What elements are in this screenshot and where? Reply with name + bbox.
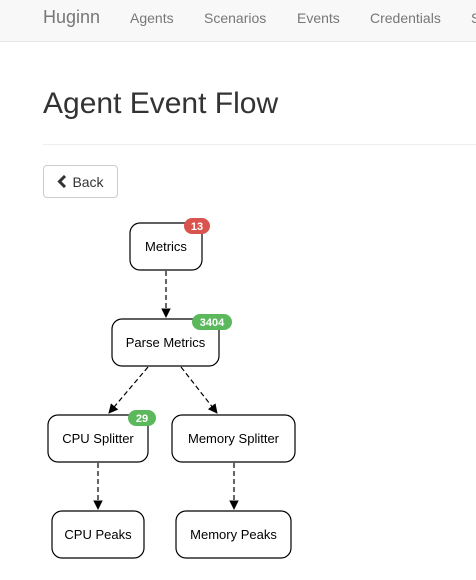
flow-node-box [175, 510, 292, 559]
edge-parse-metrics-to-memory-splitter [180, 366, 218, 414]
brand-link[interactable]: Huginn [43, 7, 101, 27]
title-divider [43, 144, 476, 145]
flow-node-box [51, 510, 145, 559]
flow-node-label: Parse Metrics [126, 335, 206, 350]
flow-node-box [171, 414, 296, 463]
flow-node-label: CPU Splitter [62, 431, 134, 446]
back-button-label: Back [72, 173, 104, 190]
nav-truncated-item[interactable]: S [471, 10, 476, 26]
navbar: Huginn Agents Scenarios Events Credentia… [0, 0, 476, 42]
event-count-badge [128, 410, 156, 426]
event-count-badge-text: 3404 [200, 317, 225, 329]
event-count-badge [184, 218, 210, 234]
flow-edges [93, 271, 239, 510]
nav-credentials[interactable]: Credentials [370, 10, 441, 26]
flow-node-box [129, 222, 203, 271]
flow-node-box [111, 318, 220, 367]
flow-node-memory-splitter[interactable]: Memory Splitter [171, 414, 296, 463]
flow-node-parse-metrics[interactable]: Parse Metrics 3404 [111, 314, 232, 367]
edge-parse-metrics-to-cpu-splitter [108, 366, 149, 414]
event-count-badge-text: 13 [191, 221, 203, 233]
flow-node-label: Memory Peaks [190, 527, 277, 542]
nav-events[interactable]: Events [297, 10, 340, 26]
nav-scenarios[interactable]: Scenarios [204, 10, 267, 26]
event-count-badge [192, 314, 232, 330]
chevron-left-icon [57, 175, 67, 188]
flow-node-cpu-peaks[interactable]: CPU Peaks [51, 510, 145, 559]
flow-node-metrics[interactable]: Metrics 13 [129, 218, 210, 271]
event-count-badge-text: 29 [136, 413, 148, 425]
flow-node-box [47, 414, 149, 463]
flow-node-label: Metrics [145, 239, 187, 254]
back-button[interactable]: Back [43, 165, 118, 198]
flow-node-memory-peaks[interactable]: Memory Peaks [175, 510, 292, 559]
nav-agents[interactable]: Agents [130, 10, 174, 26]
flow-node-label: Memory Splitter [188, 431, 280, 446]
page-title: Agent Event Flow [43, 87, 279, 120]
flow-node-label: CPU Peaks [64, 527, 132, 542]
